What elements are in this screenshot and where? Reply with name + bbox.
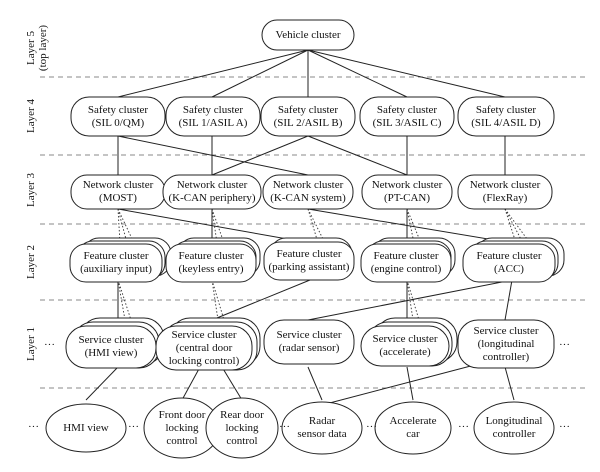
network-cluster-node	[457, 174, 553, 210]
safety-cluster-nodes	[70, 96, 555, 137]
feature-cluster-node	[462, 243, 556, 283]
safety-cluster-node	[70, 96, 166, 137]
function-node	[205, 397, 279, 459]
safety-cluster-node	[260, 96, 356, 137]
safety-cluster-label: Safety cluster(SIL 0/QM)	[87, 103, 149, 129]
feature-cluster-label: Feature cluster(keyless entry)	[178, 250, 244, 275]
ellipsis-marker: ···	[128, 421, 139, 433]
service-cluster-node	[360, 325, 450, 367]
network-cluster-label: Network cluster(K-CAN periphery)	[168, 179, 256, 204]
safety-cluster-label: Safety cluster(SIL 4/ASIL D)	[471, 103, 541, 129]
ellipsis-marker: ···	[28, 421, 39, 433]
feature-cluster-nodes	[69, 237, 565, 283]
layer-1-label: Layer 1	[25, 327, 37, 361]
ellipsis-marker: ···	[279, 421, 290, 433]
network-cluster-label: Network cluster(MOST)	[82, 179, 154, 204]
ellipsis-marker: ···	[366, 421, 377, 433]
safety-cluster-label: Safety cluster(SIL 1/ASIL A)	[178, 103, 248, 129]
feature-cluster-label: Feature cluster(ACC)	[476, 250, 542, 275]
service-cluster-label: Service cluster(HMI view)	[78, 334, 144, 359]
layer-4-label: Layer 4	[25, 99, 37, 133]
function-node	[473, 401, 555, 455]
service-cluster-nodes	[65, 317, 555, 371]
network-cluster-label: Network cluster(K-CAN system)	[270, 179, 346, 204]
layer-2-label: Layer 2	[25, 245, 37, 279]
safety-cluster-label: Safety cluster(SIL 2/ASIL B)	[273, 103, 343, 129]
feature-cluster-label: Feature cluster(parking assistant)	[268, 248, 350, 273]
function-label: HMI view	[63, 421, 109, 434]
function-node	[281, 401, 363, 455]
function-nodes	[45, 397, 555, 459]
network-cluster-label: Network cluster(PT-CAN)	[371, 179, 443, 204]
ellipsis-marker: ···	[44, 339, 55, 351]
network-cluster-node	[262, 174, 354, 210]
vehicle-cluster-node	[261, 19, 355, 51]
layer-separators	[40, 76, 588, 389]
service-cluster-node	[263, 319, 355, 365]
ellipsis-marker: ···	[559, 421, 570, 433]
service-cluster-label: Service cluster(radar sensor)	[276, 329, 342, 354]
safety-cluster-label: Safety cluster(SIL 3/ASIL C)	[372, 103, 442, 129]
safety-cluster-node	[457, 96, 555, 137]
layer-5-label: Layer 5 (top layer)	[25, 24, 49, 72]
feature-cluster-node	[263, 241, 355, 281]
network-cluster-node	[361, 174, 453, 210]
safety-cluster-node	[359, 96, 455, 137]
function-node	[45, 403, 127, 453]
function-node	[374, 401, 452, 455]
service-cluster-node	[155, 325, 253, 371]
dotted-links	[117, 208, 531, 321]
feature-cluster-label: Feature cluster(engine control)	[370, 250, 442, 275]
feature-cluster-node	[69, 243, 163, 283]
network-cluster-node	[162, 174, 262, 210]
ellipsis-marker: ···	[559, 339, 570, 351]
service-cluster-node	[457, 319, 555, 369]
feature-cluster-label: Feature cluster(auxiliary input)	[80, 250, 152, 275]
network-cluster-nodes	[70, 174, 553, 210]
network-cluster-label: Network cluster(FlexRay)	[469, 179, 541, 204]
service-cluster-label: Service cluster(accelerate)	[372, 333, 438, 358]
vehicle-cluster-label: Vehicle cluster	[275, 28, 341, 41]
layer-3-label: Layer 3	[25, 173, 37, 207]
feature-cluster-node	[360, 243, 452, 283]
safety-cluster-node	[165, 96, 261, 137]
feature-cluster-node	[165, 243, 257, 283]
ellipsis-marker: ···	[458, 421, 469, 433]
